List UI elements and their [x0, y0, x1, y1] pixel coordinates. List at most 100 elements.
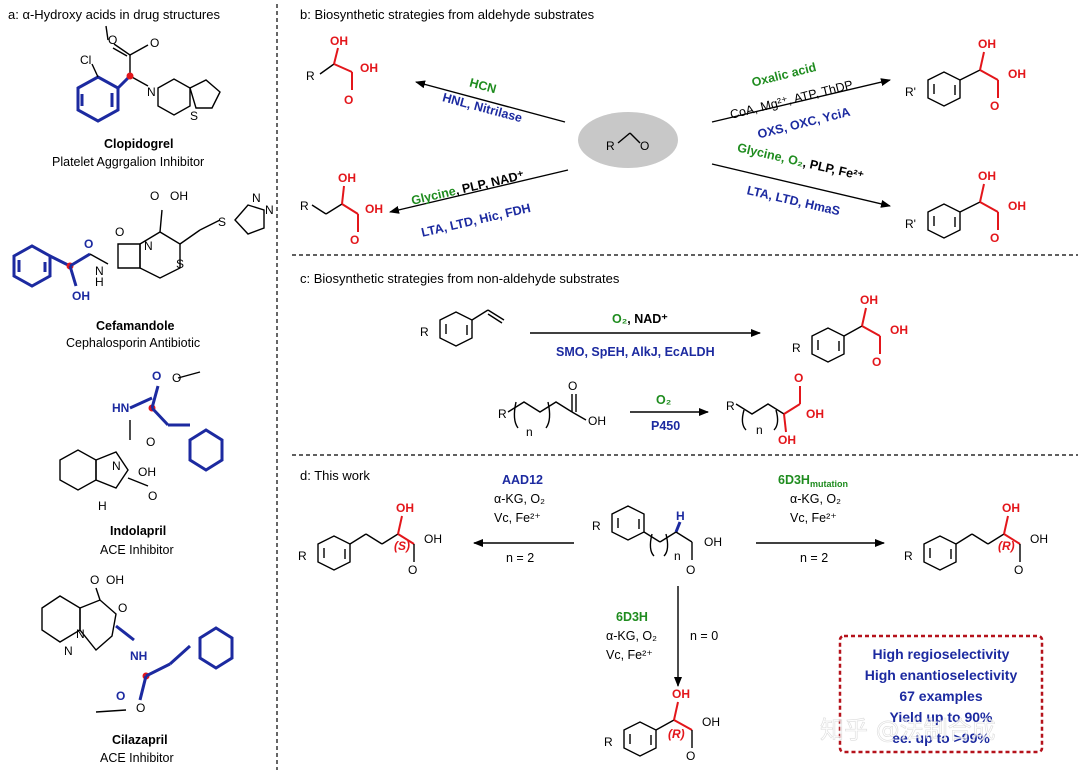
- svg-text:OH: OH: [72, 289, 90, 303]
- svg-text:OH: OH: [1008, 67, 1026, 81]
- svg-text:O: O: [344, 93, 353, 107]
- svg-text:R: R: [606, 139, 615, 153]
- arrow-b-glycine-o2: [711, 163, 891, 208]
- product-d-r-hydroxy-acid: R OH O OH (R): [904, 501, 1048, 577]
- svg-text:O: O: [108, 33, 117, 47]
- reagent-b-glycine-o2: Glycine, O₂, PLP, Fe²⁺: [736, 141, 866, 184]
- drug-desc-cefamandole: Cephalosporin Antibiotic: [66, 336, 200, 350]
- svg-text:O: O: [350, 233, 359, 247]
- svg-text:H: H: [676, 509, 685, 523]
- reagent-c-styrene: O₂, NAD⁺: [612, 312, 668, 326]
- n-d-6d3h: n = 0: [690, 629, 718, 643]
- svg-text:R: R: [306, 69, 315, 83]
- drug-desc-indolapril: ACE Inhibitor: [100, 543, 174, 557]
- svg-text:O: O: [84, 237, 93, 251]
- svg-text:H: H: [98, 499, 107, 513]
- highlight-yield: Yield up to 90%: [890, 709, 993, 725]
- stereo-label-r-2: (R): [668, 727, 685, 741]
- enzymes-c-fatty-acid: P450: [651, 419, 680, 433]
- svg-text:OH: OH: [396, 501, 414, 515]
- enzyme-d-aad12: AAD12: [502, 473, 543, 487]
- svg-text:OH: OH: [806, 407, 824, 421]
- drug-name-indolapril: Indolapril: [110, 524, 166, 538]
- watermark: 知乎 @法制合成: [820, 716, 996, 744]
- drug-name-cefamandole: Cefamandole: [96, 319, 175, 333]
- stereo-label-s: (S): [394, 539, 410, 553]
- enzymes-b-hcn: HNL, Nitrilase: [441, 90, 524, 125]
- svg-text:R': R': [905, 217, 916, 231]
- svg-text:OH: OH: [138, 465, 156, 479]
- svg-text:O: O: [90, 573, 99, 587]
- reagent-c-fatty-acid: O₂: [656, 393, 671, 407]
- svg-text:OH: OH: [1008, 199, 1026, 213]
- reagent-b-oxalic: Oxalic acid: [750, 60, 817, 90]
- svg-text:O: O: [152, 369, 161, 383]
- svg-text:O: O: [136, 701, 145, 715]
- panel-c-title: c: Biosynthetic strategies from non-alde…: [300, 271, 620, 286]
- product-d-r-mandelic-acid: R OH O OH (R): [604, 687, 720, 763]
- svg-text:S: S: [190, 109, 198, 123]
- panel-b-title: b: Biosynthetic strategies from aldehyde…: [300, 7, 595, 22]
- styrene-substrate: R: [420, 309, 505, 347]
- enzyme-d-6d3h: 6D3H: [616, 610, 648, 624]
- svg-text:R: R: [498, 407, 507, 421]
- svg-text:N: N: [64, 644, 73, 658]
- drug-desc-cilazapril: ACE Inhibitor: [100, 751, 174, 765]
- svg-text:R: R: [726, 399, 735, 413]
- svg-text:O: O: [640, 139, 649, 153]
- enzymes-c-styrene: SMO, SpEH, AlkJ, EcALDH: [556, 345, 715, 359]
- drug-name-cilazapril: Cilazapril: [112, 733, 168, 747]
- svg-text:R: R: [592, 519, 601, 533]
- svg-text:OH: OH: [860, 293, 878, 307]
- svg-text:n: n: [756, 423, 763, 437]
- product-b-hydroxy-acid-1: R OH O OH: [306, 34, 378, 107]
- panel-a-title: a: α-Hydroxy acids in drug structures: [8, 7, 220, 22]
- svg-text:O: O: [990, 99, 999, 113]
- svg-text:OH: OH: [672, 687, 690, 701]
- svg-text:N: N: [76, 627, 85, 641]
- svg-text:S: S: [176, 257, 184, 271]
- product-b-hydroxy-acid-2: R OH O OH: [300, 171, 383, 247]
- svg-text:OH: OH: [338, 171, 356, 185]
- n-d-aad12: n = 2: [506, 551, 534, 565]
- svg-text:OH: OH: [106, 573, 124, 587]
- conditions-d-6d3h-line2: Vc, Fe²⁺: [606, 648, 653, 662]
- svg-text:O: O: [148, 489, 157, 503]
- svg-text:O: O: [990, 231, 999, 245]
- svg-text:OH: OH: [1030, 532, 1048, 546]
- indolapril-structure: O O HN O N OH O H: [59, 369, 224, 513]
- svg-text:OH: OH: [704, 535, 722, 549]
- svg-text:O: O: [872, 355, 881, 369]
- svg-text:H: H: [95, 275, 104, 289]
- cilazapril-structure: N N O O OH NH O O: [41, 573, 234, 715]
- highlight-enantioselectivity: High enantioselectivity: [865, 667, 1018, 683]
- product-b-mandelic-acid-1: R' OH O OH: [905, 37, 1026, 113]
- svg-text:R: R: [792, 341, 801, 355]
- conditions-d-6d3h-mutation-line1: α-KG, O₂: [790, 492, 841, 506]
- svg-text:OH: OH: [702, 715, 720, 729]
- product-b-mandelic-acid-2: R' OH O OH: [905, 169, 1026, 245]
- svg-text:O: O: [408, 563, 417, 577]
- highlight-ee: ee. up to >99%: [892, 730, 990, 746]
- svg-text:OH: OH: [424, 532, 442, 546]
- highlight-regioselectivity: High regioselectivity: [873, 646, 1010, 662]
- product-d-s-hydroxy-acid: R OH O OH (S): [298, 501, 442, 577]
- svg-text:O: O: [686, 563, 695, 577]
- svg-text:OH: OH: [778, 433, 796, 447]
- svg-text:O: O: [150, 189, 159, 203]
- substrate-d-aryl-acid: R n H O OH: [592, 505, 722, 577]
- enzymes-b-glycine-o2: LTA, LTD, HmaS: [746, 183, 842, 218]
- svg-text:N: N: [95, 264, 104, 278]
- svg-text:O: O: [686, 749, 695, 763]
- product-c-hydroxy-fatty-acid: R n OH O OH: [726, 371, 824, 447]
- svg-text:N: N: [265, 203, 274, 217]
- fatty-acid-substrate: R n O OH: [498, 379, 606, 439]
- reagent-b-hcn: HCN: [468, 76, 498, 97]
- product-c-mandelic-acid: R OH O OH: [792, 293, 908, 369]
- svg-text:OH: OH: [170, 189, 188, 203]
- svg-text:O: O: [146, 435, 155, 449]
- conditions-d-6d3h-line1: α-KG, O₂: [606, 629, 657, 643]
- svg-text:O: O: [115, 225, 124, 239]
- svg-text:OH: OH: [890, 323, 908, 337]
- panel-d-title: d: This work: [300, 468, 370, 483]
